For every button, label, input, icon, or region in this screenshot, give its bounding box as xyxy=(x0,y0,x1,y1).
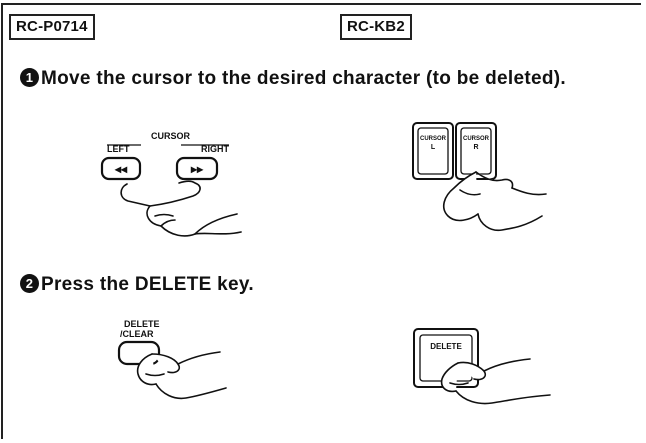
delete-label: DELETE xyxy=(124,319,160,329)
pressing-hand-icon xyxy=(440,358,551,405)
key-right-arrow-icon: R xyxy=(473,144,478,151)
step-1-text: Move the cursor to the desired character… xyxy=(41,68,566,89)
cursor-right-label: RIGHT xyxy=(201,144,230,154)
fast-forward-icon: ▸▸ xyxy=(190,162,204,176)
cursor-left-label: LEFT xyxy=(107,144,130,154)
rewind-icon: ◂◂ xyxy=(114,162,128,176)
step-1-number-badge: 1 xyxy=(20,68,39,87)
illustration-remote-cursor-buttons: CURSOR LEFT RIGHT ◂◂ ▸▸ xyxy=(95,128,245,246)
step-2-number-badge: 2 xyxy=(20,274,39,293)
key-delete-label: DELETE xyxy=(430,342,462,351)
key-cursor-left-label: CURSOR xyxy=(420,136,447,142)
keyboard-cursor-left-key[interactable]: CURSOR L xyxy=(412,122,454,180)
illustration-keyboard-cursor-keys: CURSOR L CURSOR R xyxy=(410,120,560,246)
model-label-rc-p0714: RC-P0714 xyxy=(9,14,95,40)
model-label-rc-kb2: RC-KB2 xyxy=(340,14,412,40)
key-cursor-right-label: CURSOR xyxy=(463,136,490,142)
page-frame xyxy=(1,3,641,439)
key-left-arrow-icon: L xyxy=(431,144,436,151)
step-2-text: Press the DELETE key. xyxy=(41,274,254,295)
cursor-left-button[interactable]: ◂◂ xyxy=(100,156,142,181)
illustration-keyboard-delete-key: DELETE xyxy=(410,325,560,413)
cursor-right-button[interactable]: ▸▸ xyxy=(175,156,219,181)
pressing-hand-icon xyxy=(120,180,242,237)
cursor-group-label: CURSOR xyxy=(151,131,191,141)
illustration-remote-delete-button: DELETE /CLEAR xyxy=(112,318,262,414)
clear-label: /CLEAR xyxy=(120,329,154,339)
pressing-hand-icon xyxy=(136,351,227,400)
keyboard-cursor-right-key[interactable]: CURSOR R xyxy=(455,122,497,180)
delete-clear-button[interactable] xyxy=(117,340,161,366)
pressing-hand-icon xyxy=(442,171,547,232)
